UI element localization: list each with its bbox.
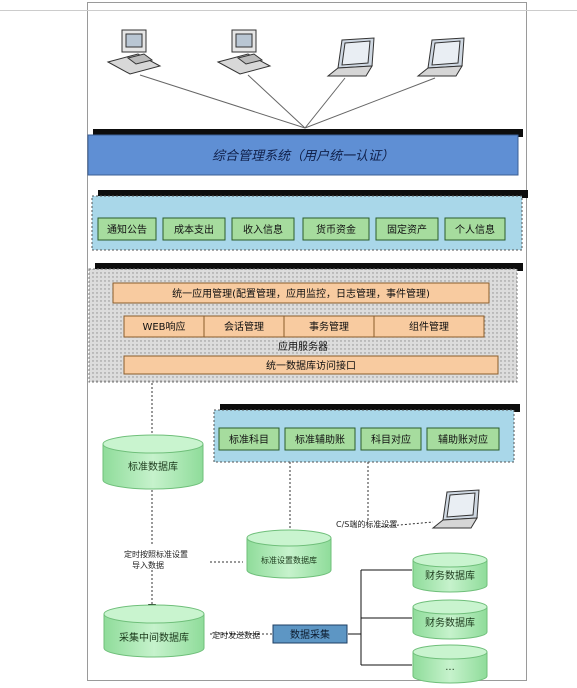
- finance-db-cylinder: [412, 599, 488, 640]
- module-label: 成本支出: [174, 223, 214, 236]
- finance-db-label: 财务数据库: [425, 569, 475, 582]
- desktop-computer-icon: [216, 29, 272, 75]
- standard-setting-db-label: 标准设置数据库: [261, 555, 317, 565]
- more-db-label: ...: [445, 662, 455, 673]
- standard-item-label: 标准科目: [229, 433, 269, 446]
- laptop-icon: [416, 37, 465, 77]
- standard-item-label: 标准辅助账: [295, 433, 345, 446]
- send-data-annotation: 定时发送数据: [212, 630, 260, 640]
- standard-db-label: 标准数据库: [128, 460, 178, 473]
- finance-db-cylinder: [412, 552, 488, 593]
- db-access-label: 统一数据库访问接口: [266, 359, 356, 372]
- top-rule: [0, 10, 577, 11]
- finance-link-lines: [348, 569, 412, 666]
- module-label: 货币资金: [316, 223, 356, 236]
- client-links: [139, 74, 436, 129]
- unified-auth-label: 综合管理系统（用户统一认证）: [212, 148, 394, 164]
- unified-auth-band: [87, 129, 523, 176]
- more-db-cylinder: [412, 644, 488, 684]
- module-label: 通知公告: [107, 223, 147, 236]
- data-collect-box: [272, 624, 348, 644]
- standards-panel: [213, 404, 520, 463]
- laptop-icon: [326, 37, 375, 77]
- finance-db-label: 财务数据库: [425, 616, 475, 629]
- component-label: 会话管理: [224, 320, 264, 333]
- diagram-frame: [87, 2, 527, 681]
- standard-item-label: 科目对应: [371, 433, 411, 446]
- data-flow-lines: [151, 383, 434, 635]
- staging-db-label: 采集中间数据库: [119, 631, 189, 644]
- component-label: 事务管理: [309, 320, 349, 333]
- standard-setting-db-cylinder: [246, 529, 332, 579]
- module-label: 个人信息: [455, 223, 495, 236]
- component-label: 组件管理: [409, 320, 449, 333]
- laptop-icon: [431, 489, 480, 529]
- component-label: WEB响应: [142, 320, 185, 333]
- module-label: 固定资产: [387, 223, 427, 236]
- app-server-label: 应用服务器: [278, 340, 328, 353]
- unified-app-mgmt: 统一应用管理(配置管理，应用监控，日志管理，事件管理): [172, 287, 430, 300]
- standard-item-label: 辅助账对应: [438, 433, 488, 446]
- standard-db-cylinder: [102, 434, 204, 490]
- module-buttons: [97, 217, 506, 241]
- staging-db-cylinder: [103, 604, 205, 658]
- desktop-computer-icon: [106, 29, 162, 75]
- import-annotation-line2: 导入数据: [132, 560, 164, 570]
- cs-setting-annotation: C/S端的标准设置: [336, 519, 397, 529]
- data-collect-label: 数据采集: [290, 628, 330, 641]
- app-server-panel: [88, 263, 523, 383]
- import-annotation-line1: 定时按照标准设置: [124, 549, 188, 559]
- module-label: 收入信息: [243, 223, 283, 236]
